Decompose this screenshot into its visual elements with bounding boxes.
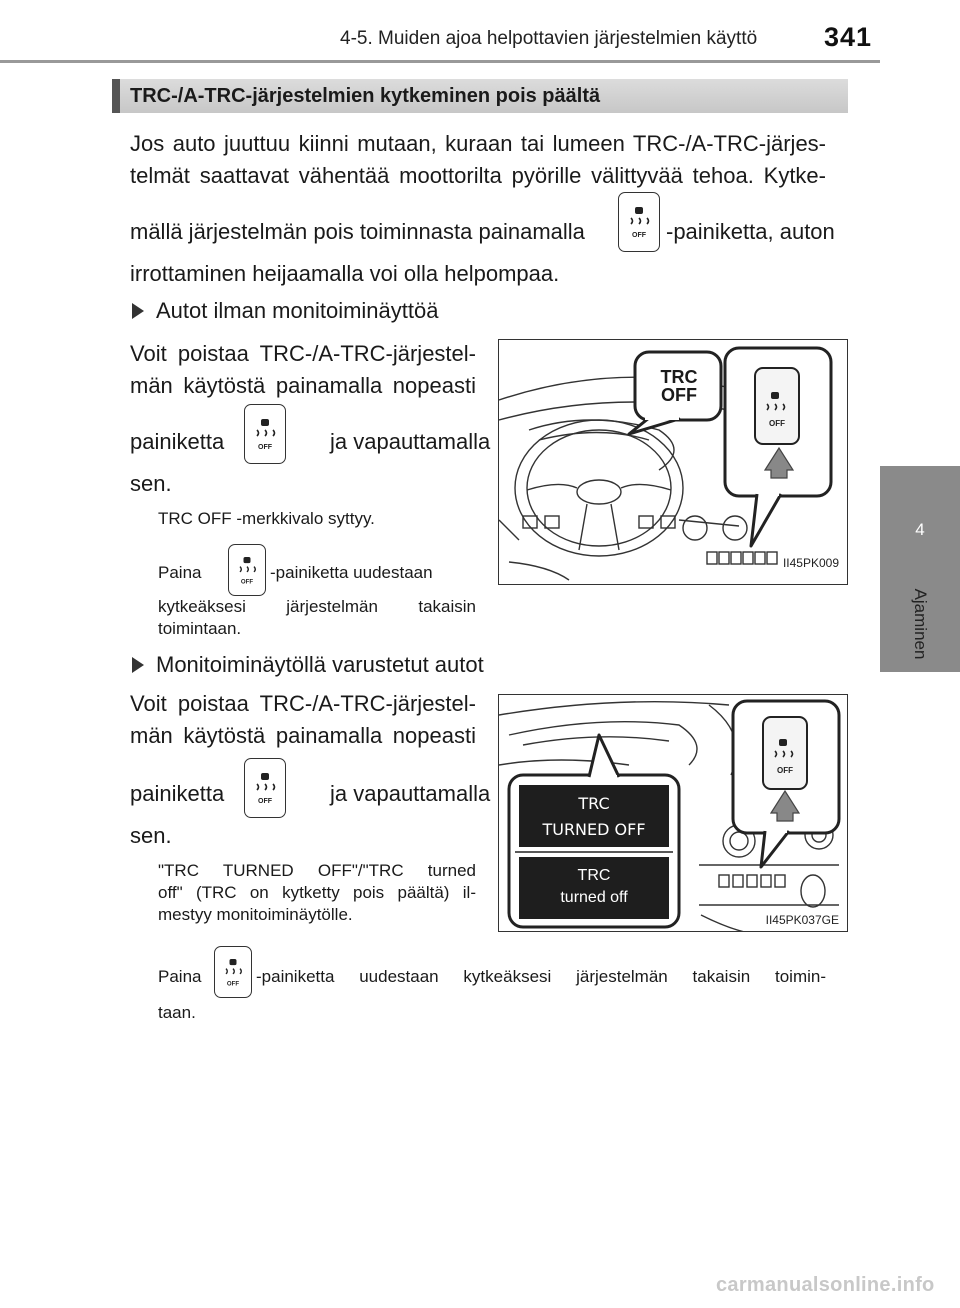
display-screen-2: TRC turned off <box>560 867 628 906</box>
block2-note-1-line-2: off" (TRC on kytketty pois päältä) il- <box>158 883 476 902</box>
block2-note-2a: Paina <box>158 967 202 986</box>
dashboard-display-illustration: OFF <box>499 699 841 931</box>
block1-line-3a: painiketta <box>130 429 225 454</box>
block1-note-1: TRC OFF -merkkivalo syttyy. <box>158 509 375 528</box>
svg-text:OFF: OFF <box>632 232 647 239</box>
callout-trc-off-label: TRC OFF <box>660 367 698 405</box>
triangle-bullet-icon <box>132 303 144 319</box>
subheading-no-display: Autot ilman monitoiminäyttöä <box>132 298 438 324</box>
block2-note-1-line-3: mestyy monitoiminäytölle. <box>158 905 353 924</box>
running-head: 4-5. Muiden ajoa helpottavien järjestelm… <box>340 28 758 49</box>
header-rule <box>0 60 880 63</box>
block2-note-1-line-1: "TRC TURNED OFF"/"TRC turned <box>158 861 476 880</box>
intro-line-3b: -painiketta, auton <box>666 219 835 244</box>
block2-line-1: Voit poistaa TRC-/A-TRC-järjestel- <box>130 691 476 716</box>
block2-note-2b: -painiketta uudestaan kytkeäksesi järjes… <box>256 967 826 986</box>
svg-text:OFF: OFF <box>258 798 273 805</box>
block1-line-2: män käytöstä painamalla nopeasti <box>130 373 476 398</box>
figure-trc-off-with-display: OFF TRC TURNED OFF TRC turned off II45PK… <box>498 694 848 932</box>
block1-note-2a: Paina <box>158 563 202 582</box>
block2-line-3a: painiketta <box>130 781 225 806</box>
block1-note-2-line-2: kytkeäksesi järjestelmän takaisin <box>158 597 476 616</box>
skid-car-icon: OFF <box>256 419 276 451</box>
svg-text:OFF: OFF <box>258 444 273 451</box>
trc-off-button-icon: OFF <box>244 404 286 464</box>
trc-off-button-icon: OFF <box>228 544 266 596</box>
section-heading: TRC-/A-TRC-järjestelmien kytkeminen pois… <box>112 79 848 113</box>
skid-car-icon: OFF <box>256 773 276 805</box>
trc-off-button-icon: OFF <box>214 946 252 998</box>
block2-line-3b: ja vapauttamalla <box>330 781 491 806</box>
intro-line-4: irrottaminen heijaamalla voi olla helpom… <box>130 261 560 286</box>
block2-line-4: sen. <box>130 823 172 848</box>
svg-text:OFF: OFF <box>241 578 253 585</box>
chapter-tab <box>880 466 960 672</box>
svg-text:OFF: OFF <box>227 980 239 987</box>
trc-off-button-icon: OFF <box>244 758 286 818</box>
watermark: carmanualsonline.info <box>716 1274 935 1296</box>
block1-note-2b: -painiketta uudestaan <box>270 563 433 582</box>
intro-line-2: telmät saattavat vähentää moottorilta py… <box>130 163 826 188</box>
intro-line-1: Jos auto juuttuu kiinni mutaan, kuraan t… <box>130 131 826 156</box>
figure-code: II45PK037GE <box>763 913 841 927</box>
heading-accent-bar <box>112 79 120 113</box>
figure-code: II45PK009 <box>780 556 841 570</box>
skid-car-icon: OFF <box>225 959 243 987</box>
intro-line-3a: mällä järjestelmän pois toiminnasta pain… <box>130 219 585 244</box>
block2-note-2-line-2: taan. <box>158 1003 196 1022</box>
trc-off-button-icon: OFF <box>618 192 660 252</box>
skid-car-icon: OFF <box>630 207 650 239</box>
skid-car-icon: OFF <box>239 557 257 585</box>
dashboard-illustration: OFF <box>499 346 833 581</box>
chapter-number: 4 <box>915 520 925 539</box>
page-number: 341 <box>824 22 873 52</box>
block2-line-2: män käytöstä painamalla nopeasti <box>130 723 476 748</box>
section-heading-text: TRC-/A-TRC-järjestelmien kytkeminen pois… <box>130 85 601 107</box>
block1-line-4: sen. <box>130 471 172 496</box>
block1-line-1: Voit poistaa TRC-/A-TRC-järjestel- <box>130 341 476 366</box>
figure-trc-off-no-display: OFF TRC OFF II45PK009 <box>498 339 848 585</box>
chapter-label: Ajaminen <box>911 588 930 660</box>
display-screen-1: TRC TURNED OFF <box>542 794 646 839</box>
block1-note-2-line-3: toimintaan. <box>158 619 242 638</box>
block1-line-3b: ja vapauttamalla <box>330 429 491 454</box>
triangle-bullet-icon <box>132 657 144 673</box>
svg-text:OFF: OFF <box>777 766 793 775</box>
svg-text:OFF: OFF <box>769 419 785 428</box>
subheading-with-display: Monitoiminäytöllä varustetut autot <box>132 652 484 678</box>
